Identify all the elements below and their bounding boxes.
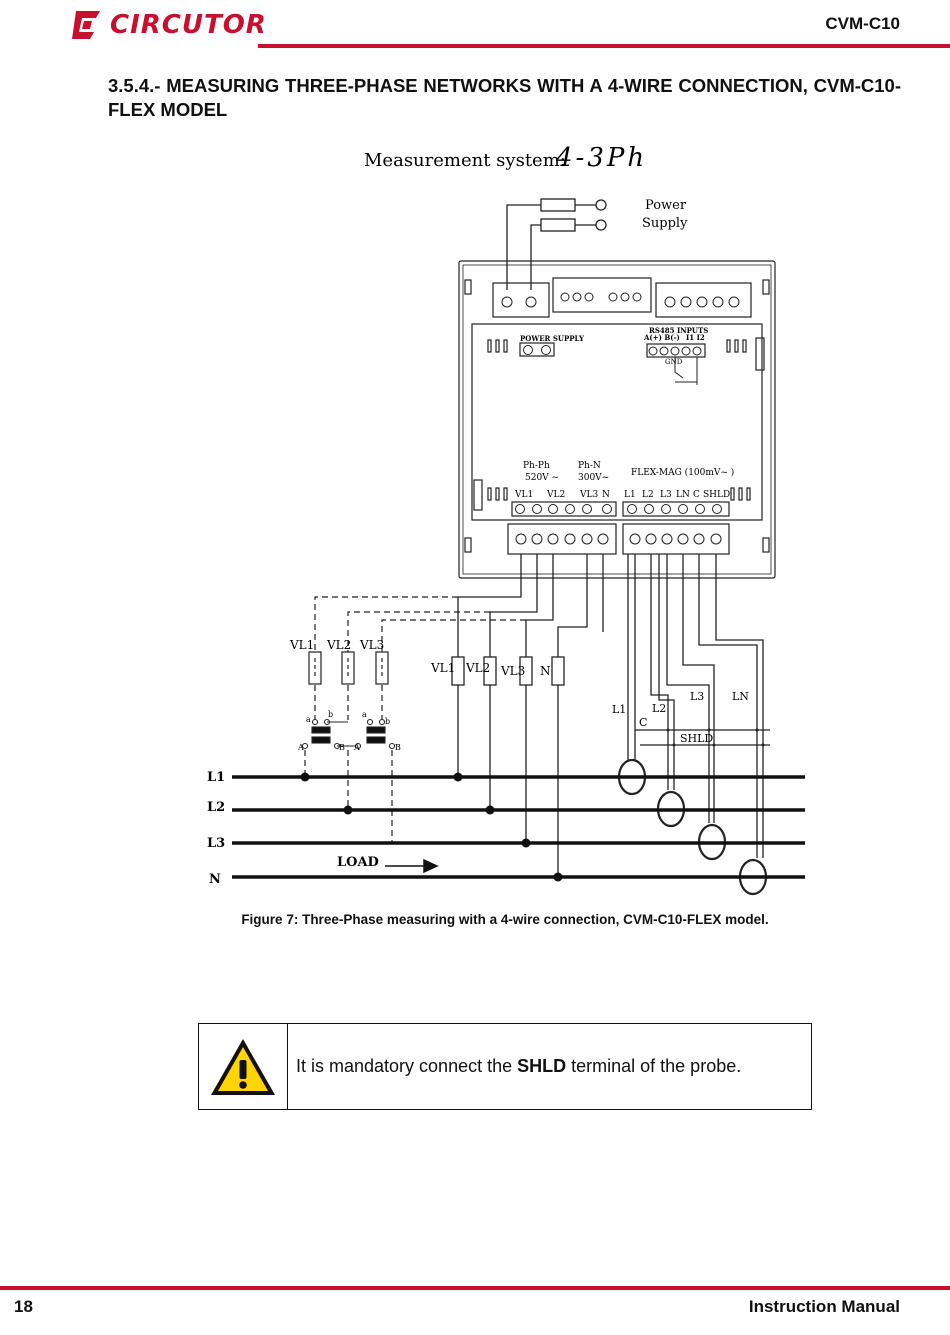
- probe-label-l1: L1: [612, 703, 626, 716]
- terminal-ln: LN: [676, 490, 690, 500]
- power-supply-label-1: Power: [645, 198, 687, 213]
- warning-icon: [199, 1024, 288, 1109]
- line-label-l3: L3: [207, 836, 225, 851]
- voltage-terminal-strip: [511, 501, 617, 517]
- gnd-label: GND: [665, 358, 683, 366]
- footer-divider: [0, 1286, 950, 1290]
- rs485-label: RS485: [649, 326, 675, 335]
- fuse-right-vl3: VL3: [500, 664, 525, 678]
- rs485-pins: A(+) B(-): [643, 333, 680, 342]
- pt-label-a: a: [306, 715, 311, 724]
- fuse-right-n: N: [540, 664, 551, 678]
- fuse-left-vl2: VL2: [326, 638, 351, 652]
- voltage-plug: [507, 523, 617, 555]
- terminal-l1: L1: [624, 490, 636, 500]
- probe-label-l3: L3: [690, 690, 704, 703]
- terminal-shld: SHLD: [703, 490, 730, 500]
- terminal-l2: L2: [642, 490, 654, 500]
- figure-caption: Figure 7: Three-Phase measuring with a 4…: [241, 912, 769, 927]
- pt2-label-b: b: [385, 717, 390, 726]
- voltage-wiring: [451, 554, 604, 877]
- supply-terminal-2: [595, 219, 607, 231]
- pt2-label-A: A: [353, 743, 360, 752]
- warning-box: It is mandatory connect the SHLD termina…: [198, 1023, 812, 1110]
- terminal-n: N: [602, 490, 610, 500]
- terminal-c: C: [693, 490, 700, 500]
- power-fuse-2: [540, 218, 576, 232]
- line-label-l2: L2: [207, 800, 225, 815]
- line-junctions: [300, 772, 563, 882]
- warning-text-bold: SHLD: [517, 1056, 567, 1076]
- fuse-right-vl2: VL2: [465, 661, 490, 675]
- terminal-l3: L3: [660, 490, 672, 500]
- device-back-panel: [458, 260, 776, 579]
- pt-label-B: B: [339, 743, 345, 752]
- measurement-label: Measurement system:: [364, 150, 566, 171]
- warning-text-after: terminal of the probe.: [566, 1056, 742, 1076]
- potential-transformers: [301, 718, 396, 750]
- flex-mag-label: FLEX-MAG (100mV~ ): [631, 467, 734, 478]
- flex-probes: [617, 758, 768, 896]
- pt-wiring-dashed: [304, 596, 526, 843]
- probe-label-shld: SHLD: [680, 732, 713, 745]
- load-arrow-icon: [385, 858, 439, 874]
- page-number: 18: [14, 1297, 33, 1316]
- power-supply-label-2: Supply: [642, 216, 688, 231]
- ph-ph-value: 520V ~: [525, 473, 559, 483]
- power-connector: [492, 282, 550, 318]
- ph-ph-label: Ph-Ph: [523, 461, 550, 471]
- fuse-left-vl3: VL3: [359, 638, 384, 652]
- power-supply-circuit: [506, 198, 607, 290]
- flex-terminal-strip: [622, 501, 730, 517]
- brand-name: CIRCUTOR: [110, 10, 267, 40]
- pt-label-A: A: [297, 743, 304, 752]
- line-label-l1: L1: [207, 770, 225, 785]
- ph-n-label: Ph-N: [578, 461, 601, 471]
- header-divider: [258, 44, 950, 48]
- measurement-display-code: 4-3Ph: [555, 143, 647, 173]
- pt2-label-B: B: [395, 743, 401, 752]
- circutor-logo: CIRCUTOR: [70, 8, 267, 42]
- inputs-label: INPUTS: [677, 326, 708, 335]
- terminal-vl3: VL3: [579, 490, 598, 500]
- ph-n-value: 300V~: [578, 473, 609, 483]
- terminal-vl2: VL2: [546, 490, 565, 500]
- power-lines: [232, 775, 805, 879]
- power-fuse-1: [540, 198, 576, 212]
- load-label: LOAD: [337, 855, 379, 870]
- shld-junctions: [666, 728, 765, 747]
- manual-label: Instruction Manual: [748, 1297, 900, 1316]
- flex-probe-wiring: [627, 554, 770, 858]
- model-name: CVM-C10: [825, 14, 900, 33]
- circutor-logo-icon: [72, 11, 100, 39]
- probe-label-c: C: [639, 716, 647, 729]
- warning-text-before: It is mandatory connect the: [296, 1056, 518, 1076]
- inputs-pins: I1 I2: [686, 333, 705, 342]
- fuse-right-vl1: VL1: [430, 661, 455, 675]
- section-title: 3.5.4.- MEASURING THREE-PHASE NETWORKS W…: [108, 75, 901, 120]
- flex-plug: [622, 523, 730, 555]
- pt2-label-a: a: [362, 710, 367, 719]
- device-screws: [501, 292, 740, 545]
- pt-fuses-left: [308, 651, 389, 685]
- terminal-vl1: VL1: [514, 490, 533, 500]
- line-label-n: N: [209, 872, 221, 887]
- pt-label-b: b: [328, 710, 333, 719]
- probe-label-ln: LN: [732, 690, 749, 703]
- warning-text: It is mandatory connect the SHLD termina…: [288, 1024, 811, 1109]
- relay-connector: [552, 277, 652, 313]
- wiring-diagram: Measurement system: 4-3Ph Power Supply: [207, 143, 805, 896]
- supply-terminal-1: [595, 199, 607, 211]
- probe-label-l2: L2: [652, 702, 666, 715]
- fuse-left-vl1: VL1: [289, 638, 314, 652]
- power-supply-terminal-label: POWER SUPPLY: [520, 334, 585, 343]
- input-switch-sketch: [674, 357, 698, 385]
- rs485-connector: [655, 282, 752, 318]
